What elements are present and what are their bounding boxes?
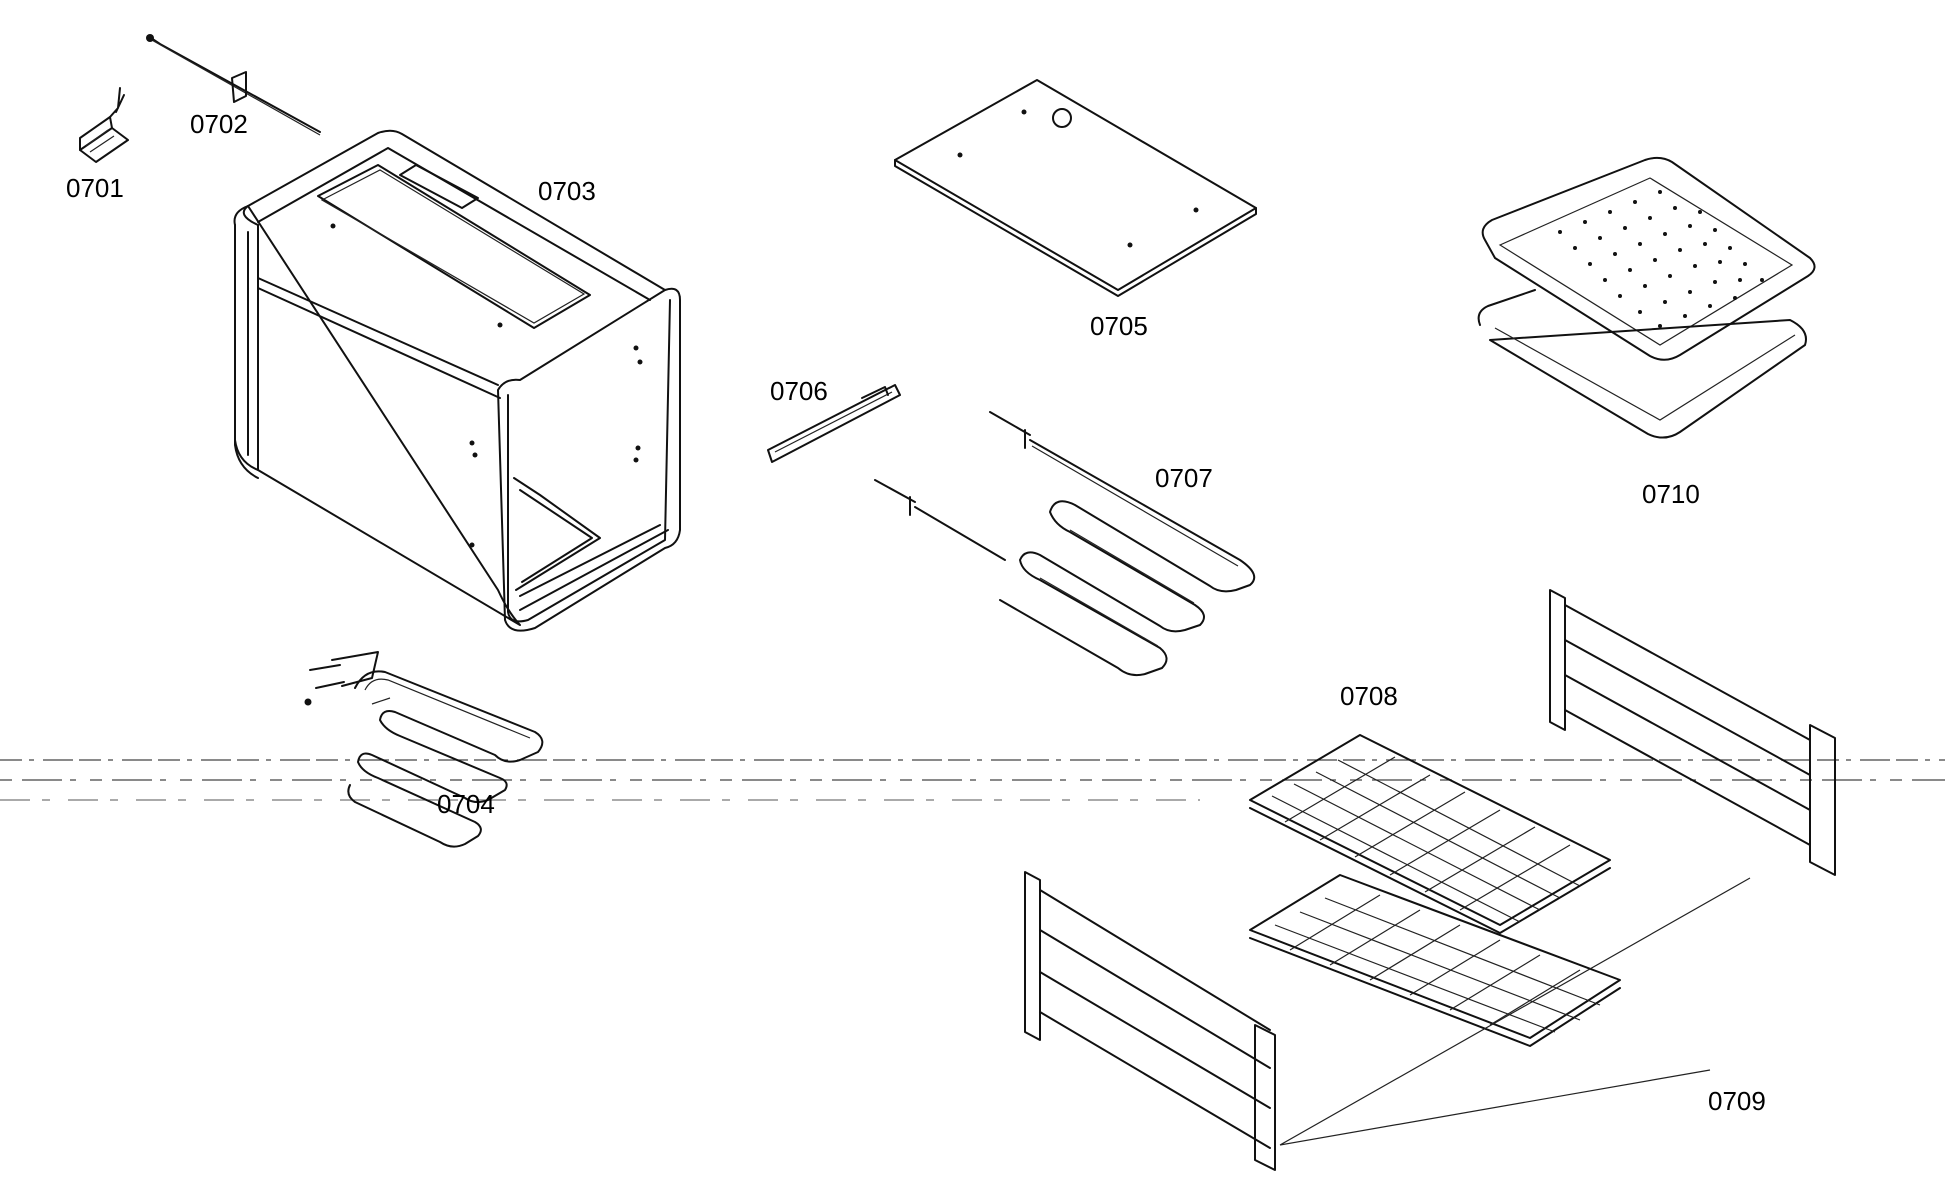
- label-0707: 0707: [1155, 463, 1213, 493]
- label-0702: 0702: [190, 109, 248, 139]
- label-0708: 0708: [1340, 681, 1398, 711]
- label-0703: 0703: [538, 176, 596, 206]
- pan-grid-holes: [1558, 190, 1764, 328]
- part-0704-bake-element: [304, 651, 544, 848]
- part-0707-broil-element: [874, 411, 1256, 677]
- scan-artifact-lines: [0, 759, 1945, 801]
- part-0701-connector-block: [79, 87, 129, 163]
- label-0709: 0709: [1708, 1086, 1766, 1116]
- part-0703-oven-cavity: [233, 129, 681, 632]
- label-0710: 0710: [1642, 479, 1700, 509]
- label-0706: 0706: [770, 376, 828, 406]
- part-0706-bracket-strip: [767, 384, 901, 463]
- label-0705: 0705: [1090, 311, 1148, 341]
- label-0704: 0704: [437, 789, 495, 819]
- part-0708-oven-racks: [1249, 734, 1621, 1047]
- part-0709-rack-supports: [1024, 589, 1836, 1171]
- part-0710-broiler-pan: [1477, 156, 1816, 439]
- label-0701: 0701: [66, 173, 124, 203]
- part-labels: 0701 0702 0703 0704 0705 0706 0707 0708 …: [66, 109, 1766, 1116]
- part-0702-temperature-probe: [146, 34, 321, 136]
- part-0705-top-cover-plate: [894, 79, 1257, 297]
